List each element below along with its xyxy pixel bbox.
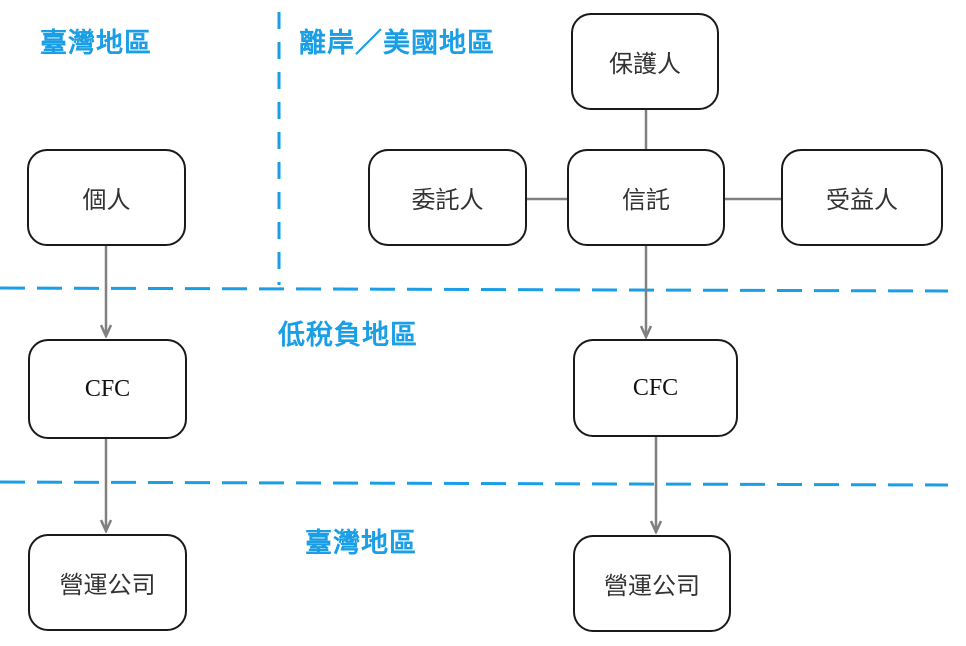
trust-box: 信託 [567, 149, 725, 246]
region-label-offshore-us: 離岸／美國地區 [299, 28, 495, 59]
upper-region-divider [0, 286, 949, 293]
cfc-box-left: CFC [28, 339, 187, 439]
protector-box: 保護人 [571, 13, 719, 110]
cfc-box-right: CFC [573, 339, 738, 437]
lower-region-divider [0, 480, 949, 487]
operating-company-box-right: 營運公司 [573, 535, 731, 632]
region-label-taiwan-bottom: 臺灣地區 [305, 528, 417, 559]
region-label-taiwan-top: 臺灣地區 [40, 28, 152, 59]
operating-company-box-left: 營運公司 [28, 534, 187, 631]
region-label-low-tax: 低稅負地區 [278, 320, 418, 351]
settlor-box: 委託人 [368, 149, 527, 246]
beneficiary-box: 受益人 [781, 149, 943, 246]
individual-box: 個人 [27, 149, 186, 246]
